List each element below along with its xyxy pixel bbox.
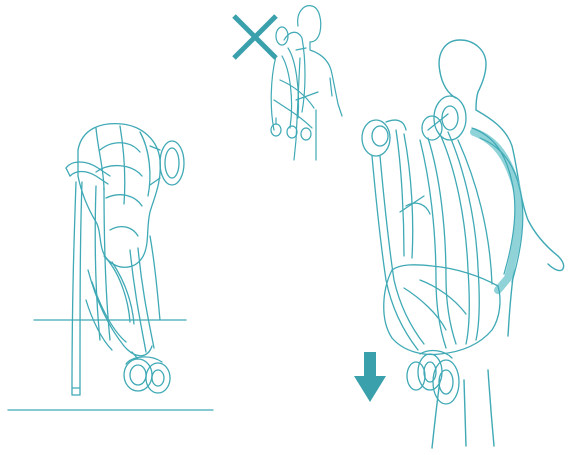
shoulder-strap bbox=[474, 132, 519, 290]
folded-stroller-standing bbox=[8, 124, 213, 410]
front-wheels bbox=[124, 352, 170, 393]
stroller-large bbox=[362, 96, 500, 404]
stroller-small bbox=[271, 27, 318, 140]
handlebar bbox=[66, 162, 110, 184]
cross-mark-icon bbox=[234, 16, 276, 58]
folded-canopy bbox=[78, 124, 160, 268]
incorrect-carry bbox=[234, 6, 342, 160]
person-large bbox=[432, 40, 564, 448]
rear-wheel bbox=[150, 141, 184, 185]
correct-carry bbox=[354, 40, 564, 448]
down-arrow-icon bbox=[354, 352, 386, 402]
